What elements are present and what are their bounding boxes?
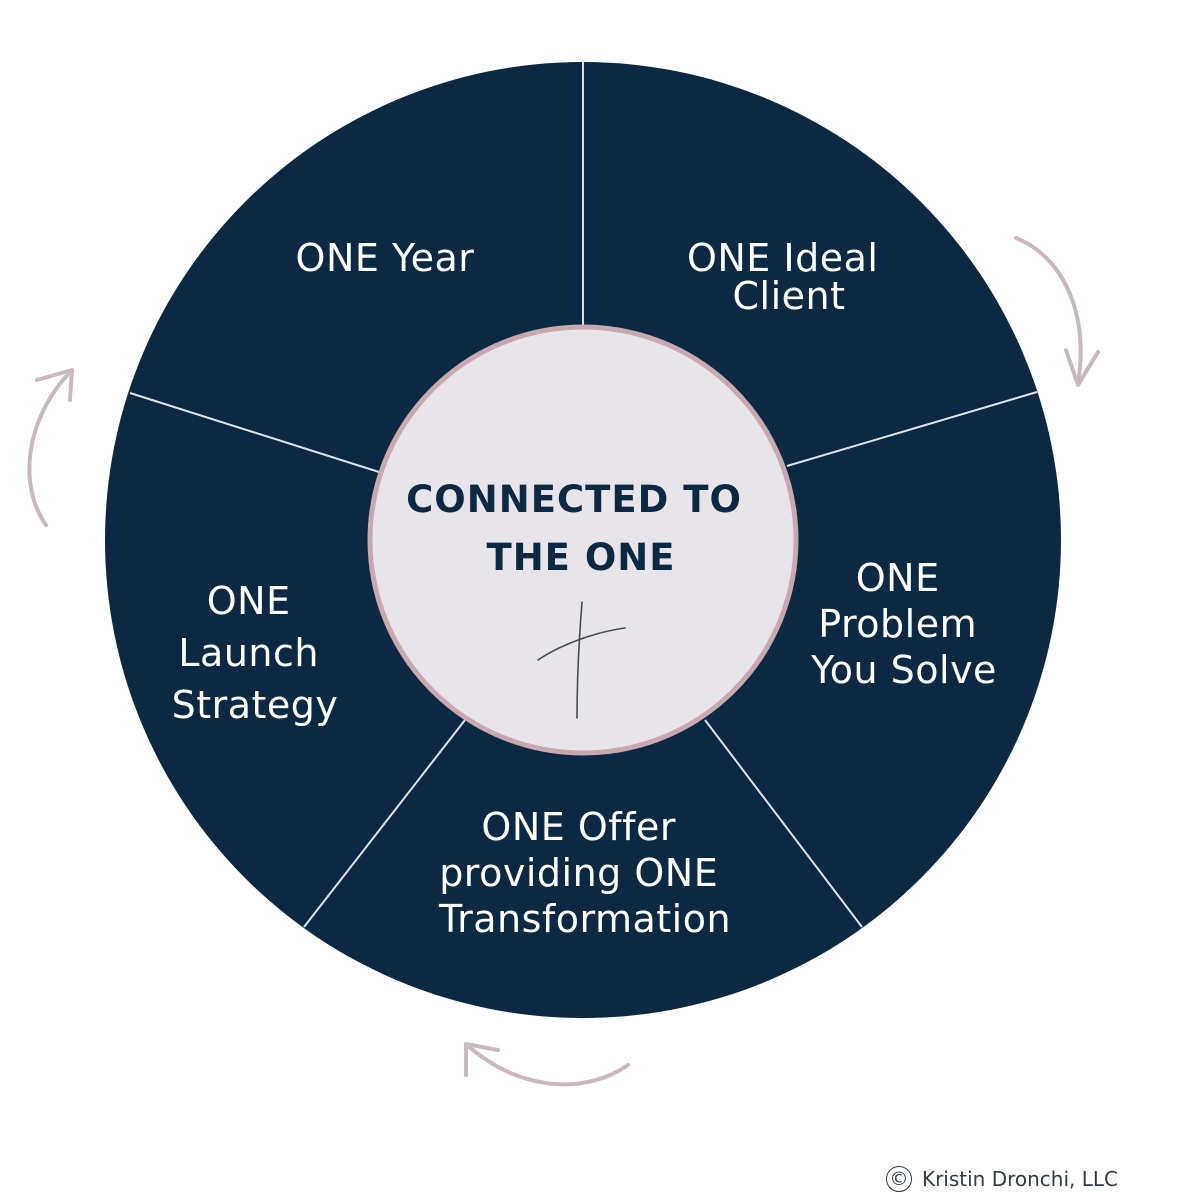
divider-lower-left bbox=[303, 719, 466, 928]
center-title: CONNECTED TO THE ONE bbox=[406, 478, 756, 579]
copyright-notice: © Kristin Dronchi, LLC bbox=[885, 1163, 1118, 1195]
divider-lower-right bbox=[704, 719, 863, 928]
segment-label-ideal-client: ONE Ideal Client bbox=[687, 236, 891, 318]
copyright-icon: © bbox=[885, 1166, 912, 1192]
center-circle bbox=[367, 324, 799, 756]
divider-left bbox=[129, 392, 380, 473]
segment-label-offer: ONE Offer providing ONE Transformation bbox=[438, 805, 731, 941]
cycle-arrows bbox=[27, 236, 1100, 1087]
copyright-text: Kristin Dronchi, LLC bbox=[921, 1167, 1118, 1191]
segment-label-year: ONE Year bbox=[296, 236, 475, 280]
segment-label-problem: ONE Problem You Solve bbox=[810, 556, 997, 692]
cross-icon bbox=[537, 601, 626, 719]
curved-arrow-icon bbox=[464, 1042, 630, 1087]
segment-dividers bbox=[129, 62, 1038, 928]
curved-arrow-icon bbox=[1014, 236, 1100, 387]
segment-label-launch: ONE Launch Strategy bbox=[172, 579, 339, 727]
divider-right bbox=[786, 391, 1038, 467]
curved-arrow-icon bbox=[27, 368, 74, 527]
